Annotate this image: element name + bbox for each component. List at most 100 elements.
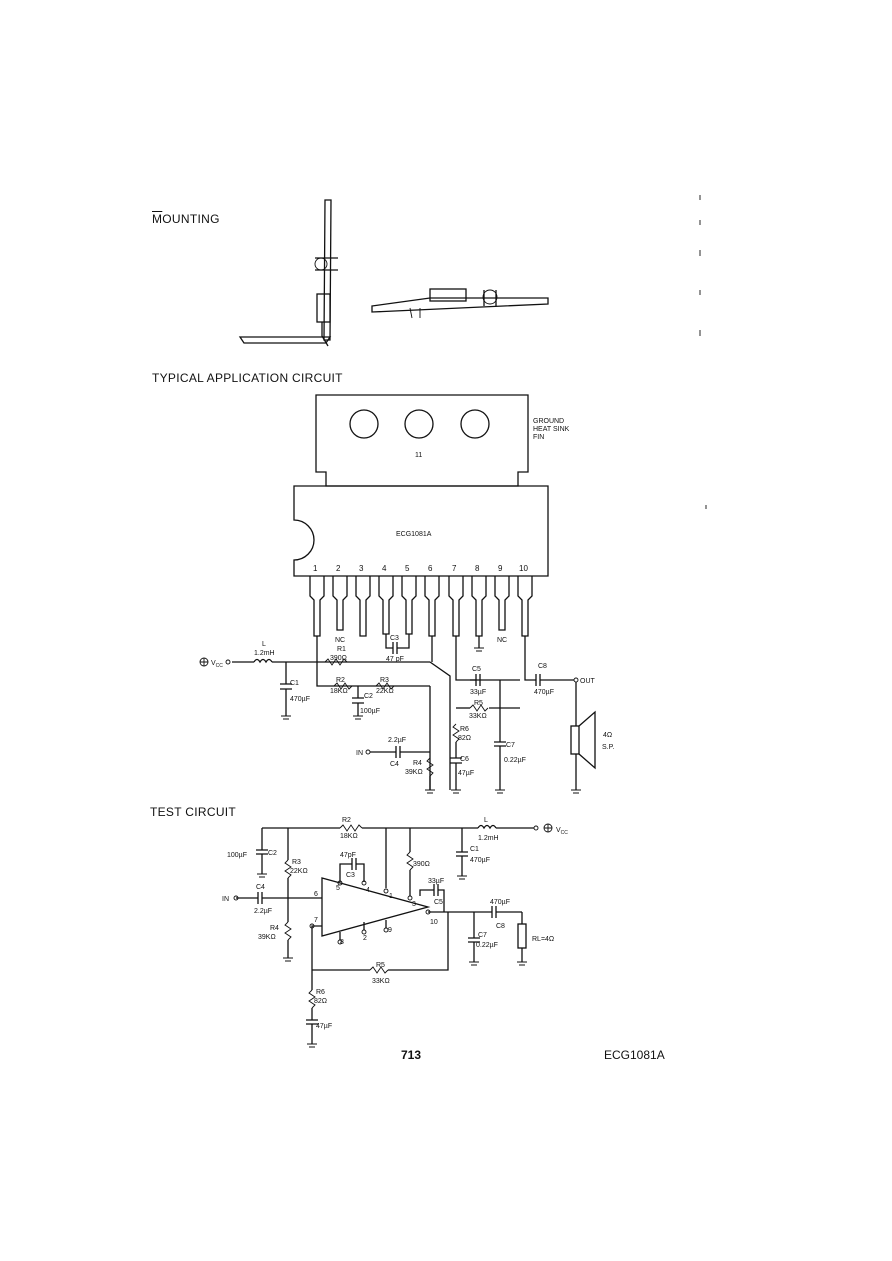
test-c1-value: 470µF [470, 857, 490, 864]
heatsink-note-line3: FIN [533, 434, 544, 441]
test-c8-value: 470µF [490, 899, 510, 906]
pin2-nc-label: NC [335, 637, 345, 644]
test-vcc-plus-sign [544, 824, 552, 832]
test-vcc-label-main: V [556, 827, 561, 834]
c4-name: C4 [390, 761, 399, 768]
ic-package [293, 485, 549, 577]
r3-value: 22KΩ [376, 688, 394, 695]
ic-pin-10-label: 10 [519, 564, 528, 573]
heatsink-note-line1: GROUND [533, 418, 564, 425]
ic-pin-6-label: 6 [428, 564, 433, 573]
c6-name: C6 [460, 756, 469, 763]
ic-pin-9-label: 9 [498, 564, 503, 573]
test-circuit-heading: TEST CIRCUIT [150, 805, 237, 819]
test-pin-9: 9 [388, 927, 392, 934]
test-pin-5: 5 [336, 885, 340, 892]
c8-name: C8 [538, 663, 547, 670]
test-inductor-value: 1.2mH [478, 835, 499, 842]
ic-pin-7-label: 7 [452, 564, 457, 573]
test-pin-2: 2 [363, 935, 367, 942]
vcc-label: VCC [211, 660, 223, 669]
test-r3-value: 22KΩ [290, 868, 308, 875]
margin-marks [699, 195, 707, 509]
c1-value: 470µF [290, 696, 310, 703]
test-c2-name: C2 [268, 850, 277, 857]
speaker-value: 4Ω [603, 732, 612, 739]
test-r2-value: 18KΩ [340, 833, 358, 840]
heatsink-mark: 11 [415, 452, 422, 459]
test-c5-name: C5 [434, 899, 443, 906]
ic-pin-4-label: 4 [382, 564, 387, 573]
c7-value: 0.22µF [504, 757, 526, 764]
r5-value: 33KΩ [469, 713, 487, 720]
heatsink-note-line2: HEAT SINK [533, 426, 570, 433]
test-pin-6: 6 [314, 891, 318, 898]
mounting-heading-rest: OUNTING [162, 212, 220, 226]
c1-name: C1 [290, 680, 299, 687]
test-c8-name: C8 [496, 923, 505, 930]
ic-pin-3-label: 3 [359, 564, 364, 573]
c6-value: 47µF [458, 770, 474, 777]
test-pin-10: 10 [430, 919, 438, 926]
test-c2-value: 100µF [227, 852, 247, 859]
r4-value: 39KΩ [405, 769, 423, 776]
test-pin-1: 1 [389, 893, 393, 900]
test-c4-value: 2.2µF [254, 908, 272, 915]
test-vcc-label-sub: CC [561, 830, 569, 836]
mounting-heading-first: M [152, 212, 163, 226]
c7-name: C7 [506, 742, 515, 749]
c4-value: 2.2µF [388, 737, 406, 744]
input-node [365, 749, 371, 755]
test-pin-3: 3 [412, 901, 416, 908]
r1-name: R1 [337, 646, 346, 653]
part-code: ECG1081A [604, 1048, 665, 1062]
c3-name: C3 [390, 635, 399, 642]
c2-value: 100µF [360, 708, 380, 715]
test-r6-value: 82Ω [314, 998, 327, 1005]
test-rl-label: RL=4Ω [532, 936, 554, 943]
test-input-label: IN [222, 896, 229, 903]
test-r1-value: 390Ω [413, 861, 430, 868]
test-vcc-label: VCC [556, 827, 568, 836]
test-c3-value: 47pF [340, 852, 356, 859]
test-c6-value: 47µF [316, 1023, 332, 1030]
test-circuit-wiring [236, 824, 539, 1048]
heatsink-fin [315, 394, 529, 487]
inductor-name: L [262, 641, 266, 648]
speaker-name: S.P. [602, 744, 614, 751]
test-c4-name: C4 [256, 884, 265, 891]
mounting-heading: MOUNTING [152, 212, 220, 226]
test-inductor-name: L [484, 817, 488, 824]
r5-name: R5 [474, 700, 483, 707]
ic-pins [309, 576, 533, 637]
c3-value: 47 pF [386, 656, 404, 663]
pin9-nc-label: NC [497, 637, 507, 644]
ic-pin-8-label: 8 [475, 564, 480, 573]
test-c5-value: 33µF [428, 878, 444, 885]
test-pin-8: 8 [340, 939, 344, 946]
test-c3-name: C3 [346, 872, 355, 879]
test-c7-name: C7 [478, 932, 487, 939]
ic-label: ECG1081A [396, 531, 432, 538]
c2-name: C2 [364, 693, 373, 700]
ic-pin-5-label: 5 [405, 564, 410, 573]
test-c7-value: 0.22µF [476, 942, 498, 949]
mounting-horizontal-drawing [371, 288, 549, 319]
r6-value: 82Ω [458, 735, 471, 742]
typical-circuit-heading: TYPICAL APPLICATION CIRCUIT [152, 371, 343, 385]
vcc-plus-sign [200, 658, 208, 666]
test-input-node [233, 895, 239, 901]
vcc-label-main: V [211, 660, 216, 667]
ic-pin-1-label: 1 [313, 564, 318, 573]
r2-name: R2 [336, 677, 345, 684]
test-r5-value: 33KΩ [372, 978, 390, 985]
test-c1-name: C1 [470, 846, 479, 853]
test-pin-7: 7 [314, 917, 318, 924]
vcc-label-sub: CC [216, 663, 224, 669]
input-label: IN [356, 750, 363, 757]
test-r2-name: R2 [342, 817, 351, 824]
vcc-node [225, 659, 231, 665]
test-r3-name: R3 [292, 859, 301, 866]
test-r4-name: R4 [270, 925, 279, 932]
